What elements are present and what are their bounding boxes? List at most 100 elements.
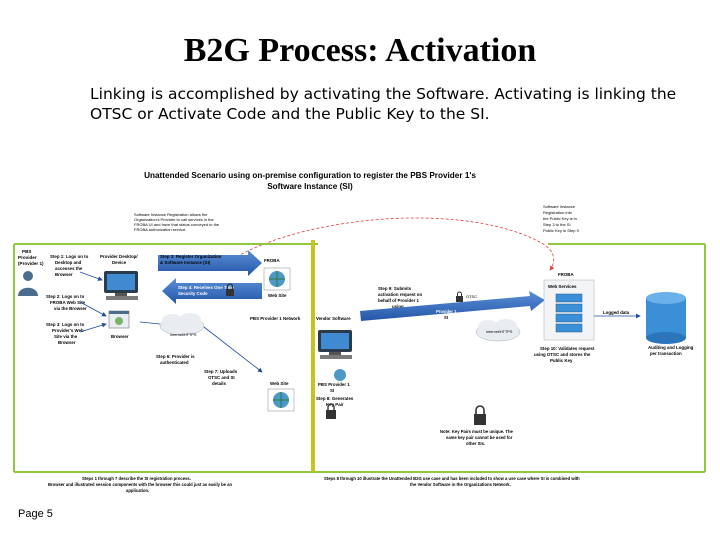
svg-text:Security Code: Security Code [178, 291, 208, 296]
svg-text:Step 6: Provider is: Step 6: Provider is [156, 354, 195, 359]
otsc-tag: OTSC [466, 294, 477, 299]
web-site-top-label: Web Site [268, 293, 287, 298]
svg-text:Provider: Provider [18, 255, 37, 260]
diagram-heading-line2: Software Instance (SI) [267, 182, 353, 191]
svg-text:Step 7: Uploads: Step 7: Uploads [204, 369, 238, 374]
froba-left-label: FROBA [264, 258, 280, 263]
database-icon [646, 292, 686, 344]
svg-text:Step 1: Logs on to: Step 1: Logs on to [50, 254, 89, 259]
svg-text:PBS: PBS [22, 249, 31, 254]
note-top: Software Instance Registration allows th… [134, 212, 220, 232]
internet-cloud-left [159, 313, 205, 336]
svg-text:FROBA authorization service.: FROBA authorization service. [134, 227, 186, 232]
svg-text:Software Instance Registration: Software Instance Registration allows th… [134, 212, 208, 217]
svg-text:SI: SI [330, 388, 334, 393]
web-services-label: Web Services [548, 284, 577, 289]
lock-icon-step9 [456, 291, 463, 302]
lock-icon [226, 283, 234, 296]
svg-text:same key pair cannot be used f: same key pair cannot be used for [446, 435, 513, 440]
svg-text:Site via the: Site via the [54, 334, 78, 339]
diagram-heading-line1: Unattended Scenario using on-premise con… [144, 171, 476, 180]
dashed-link-curve [227, 217, 555, 271]
step2-label: Step 2: Logs on to FROBA Web Site via th… [46, 294, 87, 311]
green-frame [13, 243, 706, 473]
svg-text:FROBA UI and have that status: FROBA UI and have that status conveyed t… [134, 222, 220, 227]
pbs-provider-label: PBS Provider (Provider 1) [18, 249, 44, 266]
provider-si-tag: Provider 1 SI [436, 309, 457, 320]
note-bottom: Note: Key Pairs must be unique. The same… [440, 429, 514, 446]
person-icon [18, 271, 38, 296]
svg-text:Step 10: Validates request: Step 10: Validates request [540, 346, 595, 351]
page-title: B2G Process: Activation [183, 32, 537, 69]
svg-text:via the Browser: via the Browser [54, 306, 87, 311]
vendor-software-label: Vendor Software [316, 316, 351, 321]
svg-text:using: using [392, 304, 404, 309]
svg-text:Key Pair: Key Pair [326, 402, 344, 407]
svg-text:application.: application. [126, 488, 149, 493]
svg-text:Registration info: Registration info [543, 210, 573, 215]
svg-text:Step 3 to the SI: Step 3 to the SI [543, 222, 571, 227]
svg-text:Public Key in Step 9: Public Key in Step 9 [543, 228, 580, 233]
svg-text:Step 3: Register Organization: Step 3: Register Organization [160, 254, 222, 259]
footer-right-note: Steps 8 through 10 illustrate the Unatte… [324, 476, 580, 487]
page-number: Page 5 [18, 508, 53, 520]
pbs-network-label: PBS Provider 1 Network [250, 316, 301, 321]
svg-text:SI: SI [444, 315, 448, 320]
svg-text:accesses the: accesses the [55, 266, 83, 271]
desktop-device-label: Provider Desktop/ [100, 254, 138, 259]
internet-cloud-right [475, 319, 521, 342]
svg-text:Note: Key Pairs must be unique: Note: Key Pairs must be unique. The [440, 429, 514, 434]
svg-text:per transaction: per transaction [650, 351, 682, 356]
step10-label: Step 10: Validates request using OTSC an… [534, 346, 595, 363]
register-label: Step 3: Register Organization & Software… [160, 254, 222, 265]
key-icon [326, 403, 336, 419]
svg-text:Provider 1: Provider 1 [436, 309, 457, 314]
svg-text:PBS Provider 1: PBS Provider 1 [318, 382, 350, 387]
step6-label: Step 6: Provider is authenticated [156, 354, 195, 365]
desktop-computer-icon [104, 271, 138, 300]
step8-label: Step 8: Generates Key Pair [316, 396, 354, 407]
note-right: Software Instance Registration info the … [543, 204, 580, 233]
svg-text:using OTSC and stores the: using OTSC and stores the [534, 352, 591, 357]
auditing-label: Auditing and Logging per transaction [648, 345, 694, 356]
svg-text:the Public Key is in: the Public Key is in [543, 216, 577, 221]
svg-text:Provider's Web: Provider's Web [52, 328, 84, 333]
web-site-mid-label: Web Site [270, 381, 289, 386]
vendor-globe-icon [334, 369, 346, 381]
internet-right-label: Internet/HTTPS [486, 330, 513, 334]
svg-text:& Software Instance (SI): & Software Instance (SI) [160, 260, 211, 265]
web-site-globe-top [263, 267, 291, 291]
desktop-device-label-2: Device [112, 260, 127, 265]
step7-label: Step 7: Uploads OTSC and SI details [204, 369, 238, 386]
svg-text:Software Instance: Software Instance [543, 204, 576, 209]
svg-text:Step 2: Logs on to: Step 2: Logs on to [46, 294, 85, 299]
server-stack-icon [555, 293, 583, 333]
svg-text:other SIs.: other SIs. [466, 441, 485, 446]
svg-text:activation request on: activation request on [378, 292, 422, 297]
internet-left-label: Internet/HTTPS [170, 333, 197, 337]
svg-text:FROBA Web Site: FROBA Web Site [50, 300, 86, 305]
svg-text:Steps 1 through 7 describe the: Steps 1 through 7 describe the SI regist… [82, 476, 191, 481]
svg-text:Desktop and: Desktop and [55, 260, 82, 265]
svg-text:Step 9: Submits: Step 9: Submits [378, 286, 412, 291]
svg-text:Step 8: Generates: Step 8: Generates [316, 396, 354, 401]
step1-label: Step 1: Logs on to Desktop and accesses … [50, 254, 89, 277]
svg-text:Organization's Provider to cal: Organization's Provider to call services… [134, 217, 214, 222]
svg-text:details: details [212, 381, 226, 386]
step9-label: Step 9: Submits activation request on be… [378, 286, 422, 309]
svg-text:OTSC and SI: OTSC and SI [208, 375, 235, 380]
submit-arrow [360, 291, 545, 321]
footer-left-note: Steps 1 through 7 describe the SI regist… [48, 476, 233, 493]
browser-label: Browser [111, 334, 129, 339]
svg-text:behalf of Provider 1: behalf of Provider 1 [378, 298, 420, 303]
vendor-computer-icon [318, 330, 352, 359]
logged-data-label: Logged data [603, 310, 630, 315]
svg-text:Step 3: Logs on to: Step 3: Logs on to [46, 322, 85, 327]
froba-right-label: FROBA [558, 272, 574, 277]
svg-text:Step 4: Receives One Time: Step 4: Receives One Time [178, 285, 235, 290]
svg-text:(Provider 1): (Provider 1) [18, 261, 44, 266]
pbs-provider-si-label: PBS Provider 1 SI [318, 382, 350, 393]
svg-text:Public Key: Public Key [550, 358, 573, 363]
otsc-arrow [162, 278, 262, 304]
page-subtitle: Linking is accomplished by activating th… [90, 85, 677, 123]
